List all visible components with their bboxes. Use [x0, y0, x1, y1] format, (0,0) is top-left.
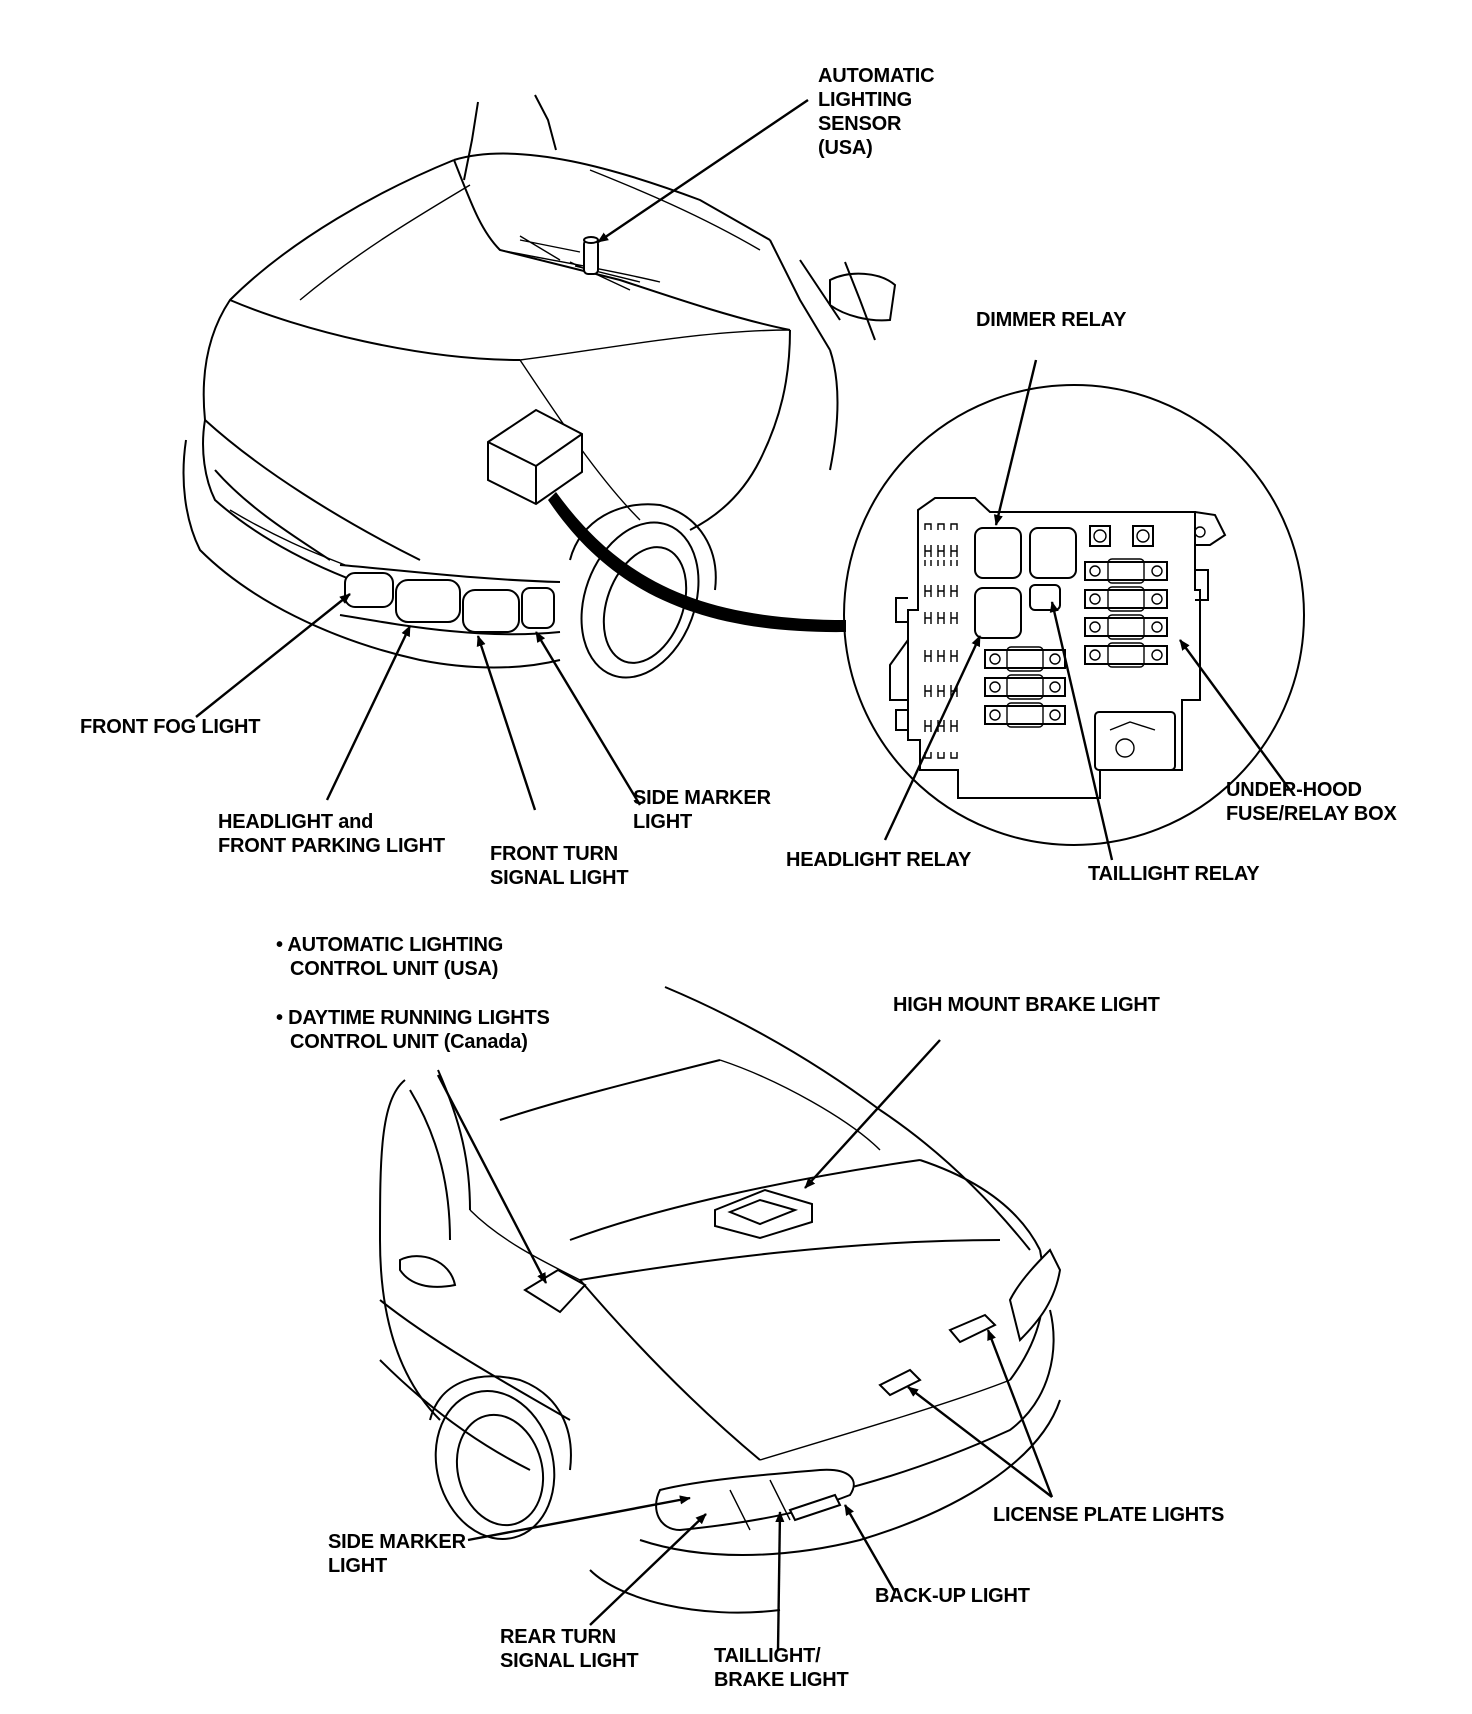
label-side-marker-light-front: SIDE MARKER LIGHT [633, 786, 771, 834]
rear-car-drawing [379, 986, 1062, 1614]
label-line: SIDE MARKER [328, 1531, 466, 1553]
label-rear-turn-signal-light: REAR TURN SIGNAL LIGHT [500, 1625, 639, 1673]
fuse-box-detail [843, 384, 1305, 846]
label-line: FUSE/RELAY BOX [1226, 803, 1397, 825]
label-line: LIGHT [328, 1555, 387, 1577]
label-line: • DAYTIME RUNNING LIGHTS [276, 1007, 550, 1029]
label-under-hood-fuse-relay-box: UNDER-HOOD FUSE/RELAY BOX [1226, 778, 1397, 826]
front-car-drawing [182, 94, 897, 679]
label-headlight-front-parking-light: HEADLIGHT and FRONT PARKING LIGHT [218, 810, 445, 858]
label-line: HIGH MOUNT BRAKE LIGHT [893, 994, 1160, 1016]
label-taillight-brake-light: TAILLIGHT/ BRAKE LIGHT [714, 1644, 849, 1692]
label-line: TAILLIGHT/ [714, 1645, 821, 1667]
label-back-up-light: BACK-UP LIGHT [875, 1584, 1030, 1608]
leader-lines [195, 99, 1291, 1651]
label-line: • AUTOMATIC LIGHTING [276, 934, 504, 956]
label-line: SIGNAL LIGHT [490, 867, 629, 889]
label-automatic-lighting-sensor: AUTOMATIC LIGHTING SENSOR (USA) [818, 64, 935, 160]
label-front-fog-light: FRONT FOG LIGHT [80, 715, 261, 739]
label-line: BRAKE LIGHT [714, 1669, 849, 1691]
label-license-plate-lights: LICENSE PLATE LIGHTS [993, 1503, 1224, 1527]
label-line: SIGNAL LIGHT [500, 1650, 639, 1672]
label-automatic-lighting-control-unit: • AUTOMATIC LIGHTING CONTROL UNIT (USA) [276, 933, 503, 981]
label-dimmer-relay: DIMMER RELAY [976, 308, 1126, 332]
label-line: LIGHTING [818, 89, 912, 111]
label-taillight-relay: TAILLIGHT RELAY [1088, 862, 1260, 886]
label-line: TAILLIGHT RELAY [1088, 863, 1260, 885]
label-line: CONTROL UNIT (Canada) [290, 1031, 528, 1053]
label-side-marker-light-rear: SIDE MARKER LIGHT [328, 1530, 466, 1578]
label-line: LIGHT [633, 811, 692, 833]
label-line: REAR TURN [500, 1626, 616, 1648]
label-line: HEADLIGHT and [218, 811, 374, 833]
label-line: BACK-UP LIGHT [875, 1585, 1030, 1607]
label-headlight-relay: HEADLIGHT RELAY [786, 848, 971, 872]
label-line: (USA) [818, 137, 873, 159]
label-front-turn-signal-light: FRONT TURN SIGNAL LIGHT [490, 842, 629, 890]
label-line: SIDE MARKER [633, 787, 771, 809]
label-line: FRONT PARKING LIGHT [218, 835, 445, 857]
label-line: FRONT FOG LIGHT [80, 716, 261, 738]
label-line: SENSOR [818, 113, 902, 135]
label-line: DIMMER RELAY [976, 309, 1127, 331]
label-line: UNDER-HOOD [1226, 779, 1362, 801]
label-line: FRONT TURN [490, 843, 618, 865]
label-high-mount-brake-light: HIGH MOUNT BRAKE LIGHT [893, 993, 1160, 1017]
label-line: LICENSE PLATE LIGHTS [993, 1504, 1225, 1526]
label-line: CONTROL UNIT (USA) [290, 958, 499, 980]
label-line: HEADLIGHT RELAY [786, 849, 972, 871]
label-line: AUTOMATIC [818, 65, 935, 87]
label-daytime-running-lights-control-unit: • DAYTIME RUNNING LIGHTS CONTROL UNIT (C… [276, 1006, 550, 1054]
